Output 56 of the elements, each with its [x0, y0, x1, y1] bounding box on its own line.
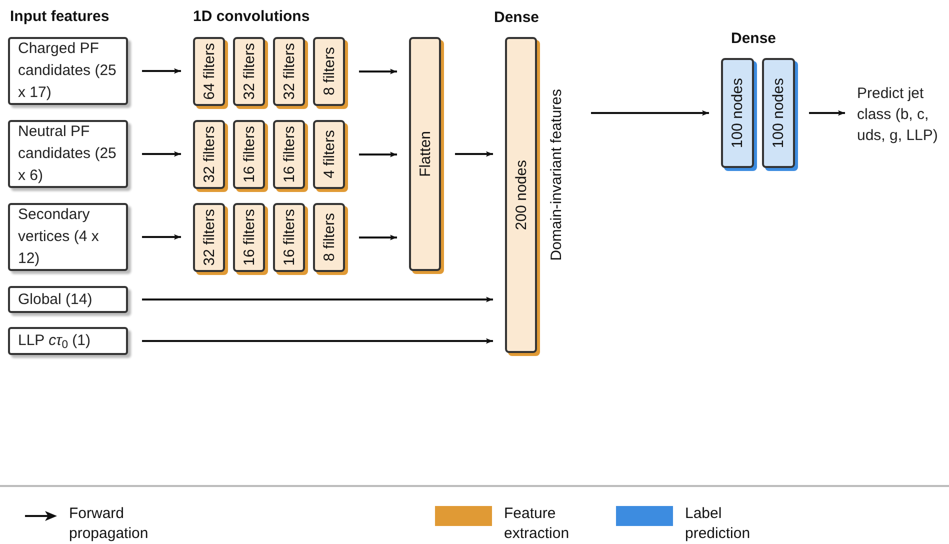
- layer-label: 8 filters: [322, 47, 336, 96]
- input-box: Secondary vertices (4 x 12): [8, 203, 128, 271]
- legend-label: Forward propagation: [69, 504, 150, 544]
- layer-box: [313, 37, 345, 106]
- legend-label: Label prediction: [685, 504, 752, 544]
- input-box: LLP cτ$_{0}$ (1): [8, 327, 128, 355]
- column-heading: Dense: [494, 8, 540, 28]
- layer-label: 32 filters: [202, 126, 216, 183]
- arrow: [809, 110, 845, 116]
- layer-box: [273, 37, 305, 106]
- layer-box: [273, 203, 305, 272]
- arrow: [591, 110, 709, 116]
- input-box: Neutral PF candidates (25 x 6): [8, 120, 128, 188]
- layer-label: 8 filters: [322, 213, 336, 262]
- layer-label: Flatten: [418, 131, 432, 177]
- layer-box: [721, 58, 754, 168]
- arrow: [142, 338, 493, 344]
- layer-box: [233, 203, 265, 272]
- arrow: [359, 68, 397, 74]
- layer-box: [409, 37, 441, 271]
- input-box: Charged PF candidates (25 x 17): [8, 37, 128, 105]
- layer-label: 16 filters: [242, 126, 256, 183]
- legend-label: Feature extraction: [504, 504, 570, 544]
- layer-label: 100 nodes: [730, 78, 745, 148]
- layer-label: 100 nodes: [771, 78, 786, 148]
- arrow: [359, 234, 397, 240]
- layer-box: [233, 120, 265, 189]
- layer-label: 32 filters: [242, 43, 256, 100]
- layer-box: [313, 120, 345, 189]
- arrow: [359, 152, 397, 158]
- layer-box: [193, 203, 225, 272]
- layer-label: 32 filters: [282, 43, 296, 100]
- column-heading: Input features: [10, 7, 110, 27]
- layer-box: [273, 120, 305, 189]
- column-heading: Dense: [731, 29, 776, 49]
- column-heading: 1D convolutions: [193, 7, 310, 27]
- layer-label: 200 nodes: [514, 160, 528, 230]
- arrow: [142, 68, 181, 74]
- arrow: [142, 296, 493, 302]
- layer-box: [193, 37, 225, 106]
- layer-box: [762, 58, 795, 168]
- layer-label: 32 filters: [202, 209, 216, 266]
- layer-box: [313, 203, 345, 272]
- arrow: [455, 151, 493, 157]
- layer-label: 4 filters: [322, 130, 336, 179]
- layer-label: 16 filters: [282, 126, 296, 183]
- layer-box: [193, 120, 225, 189]
- layer-label: 16 filters: [282, 209, 296, 266]
- layer-label: 64 filters: [202, 43, 216, 100]
- arrow: [142, 151, 181, 157]
- layer-label: 16 filters: [242, 209, 256, 266]
- input-box: Global (14): [8, 286, 128, 313]
- layer-box: [233, 37, 265, 106]
- side-label: Domain-invariant features: [549, 89, 564, 261]
- arrow: [142, 234, 181, 240]
- output-label: Predict jet class (b, c, uds, g, LLP): [857, 84, 939, 146]
